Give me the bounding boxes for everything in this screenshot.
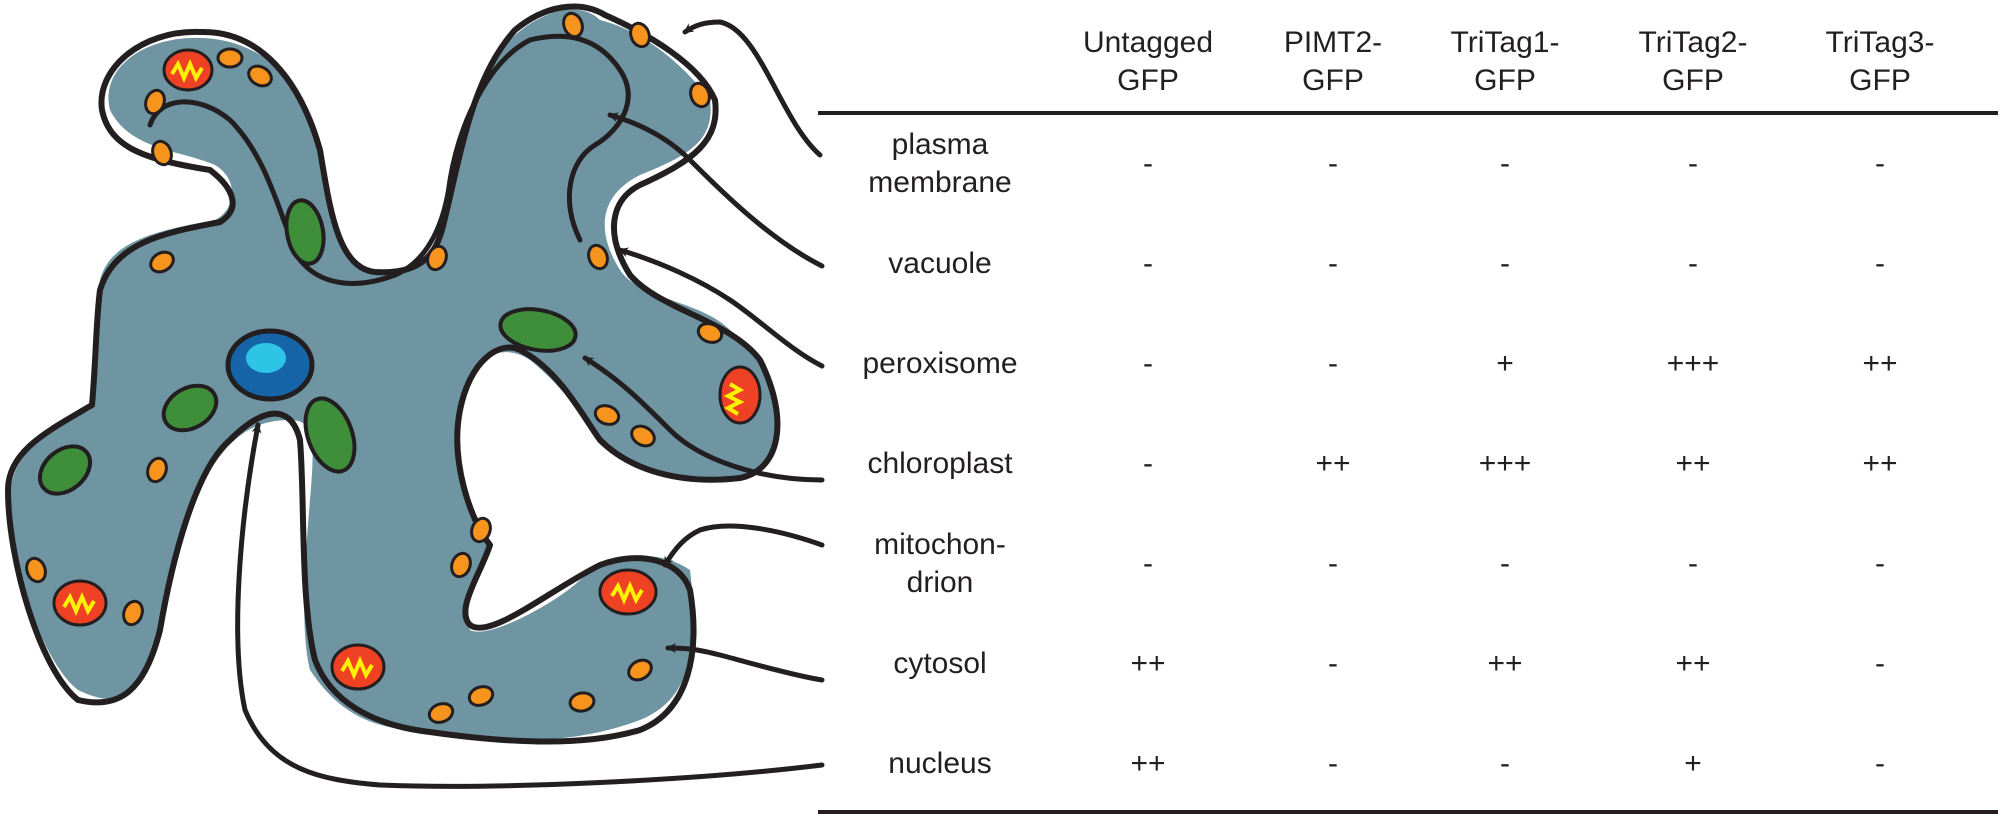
table-cell: + — [1496, 347, 1514, 380]
chloroplast — [303, 396, 357, 474]
peroxisomes — [25, 11, 724, 724]
table-cell: - — [1500, 747, 1510, 780]
cell-membrane-lower — [75, 344, 697, 745]
arrow-peroxisome — [617, 247, 825, 369]
table-cell: +++ — [1478, 447, 1532, 480]
arrow-plasma-membrane — [682, 19, 823, 158]
arrow-chloroplast — [582, 355, 825, 483]
table-cell: - — [1875, 147, 1885, 180]
table-cell: - — [1143, 447, 1153, 480]
table-cell: ++ — [1675, 447, 1711, 480]
row-label: cytosol — [893, 647, 987, 680]
table-cell: ++ — [1862, 447, 1898, 480]
table-cell: - — [1875, 747, 1885, 780]
table-cell: - — [1328, 547, 1338, 580]
callout-arrows — [235, 19, 825, 789]
table-cell: - — [1328, 747, 1338, 780]
mitochondrion — [52, 579, 108, 627]
vacuole-outline — [147, 33, 631, 286]
table-cell: - — [1875, 247, 1885, 280]
table-cell: - — [1688, 147, 1698, 180]
row-label: mitochon- drion — [874, 528, 1006, 599]
table-cell: ++ — [1487, 647, 1523, 680]
table-cell: - — [1875, 647, 1885, 680]
table-cell: - — [1688, 247, 1698, 280]
arrow-cytosol — [665, 643, 825, 683]
row-label: chloroplast — [867, 447, 1013, 480]
table-cell: - — [1875, 547, 1885, 580]
table-cell: - — [1328, 247, 1338, 280]
table-cell: - — [1143, 547, 1153, 580]
row-label: plasma membrane — [868, 128, 1012, 199]
row-label: vacuole — [888, 247, 992, 280]
column-header: TriTag1- GFP — [1450, 26, 1560, 97]
mitochondrion — [330, 643, 386, 691]
arrow-nucleus — [235, 422, 825, 789]
table-cell: ++ — [1675, 647, 1711, 680]
table-cell: ++ — [1130, 647, 1166, 680]
mitochondrion — [598, 568, 658, 616]
table-cell: - — [1328, 647, 1338, 680]
cytoplasm — [10, 9, 777, 741]
column-header: TriTag3- GFP — [1825, 26, 1935, 97]
table-cell: +++ — [1666, 347, 1720, 380]
row-label: peroxisome — [862, 347, 1018, 380]
table-cell: + — [1684, 747, 1702, 780]
chloroplast — [161, 383, 219, 433]
column-header: TriTag2- GFP — [1638, 26, 1748, 97]
table-cell: - — [1143, 147, 1153, 180]
column-header: Untagged GFP — [1082, 26, 1214, 97]
table-cell: - — [1143, 247, 1153, 280]
table-top-rule — [818, 111, 1998, 115]
cell-membrane-outline — [5, 3, 781, 703]
table-cell: ++ — [1315, 447, 1351, 480]
chloroplast — [37, 444, 93, 496]
chloroplast — [498, 307, 578, 353]
table-cell: ++ — [1130, 747, 1166, 780]
arrow-mitochondrion — [662, 523, 825, 568]
table-bottom-rule — [818, 810, 1998, 814]
row-label: nucleus — [888, 747, 992, 780]
table-cell: - — [1328, 147, 1338, 180]
mitochondrion — [162, 48, 214, 92]
table-cell: - — [1500, 147, 1510, 180]
table-cell: - — [1143, 347, 1153, 380]
nucleolus — [246, 343, 286, 373]
table-cell: ++ — [1862, 347, 1898, 380]
arrow-vacuole — [607, 112, 825, 269]
column-header: PIMT2- GFP — [1283, 26, 1383, 97]
chloroplast — [284, 198, 326, 266]
table-cell: - — [1328, 347, 1338, 380]
table-cell: - — [1500, 547, 1510, 580]
table-cell: - — [1500, 247, 1510, 280]
mitochondrion — [718, 365, 762, 425]
table-cell: - — [1688, 547, 1698, 580]
